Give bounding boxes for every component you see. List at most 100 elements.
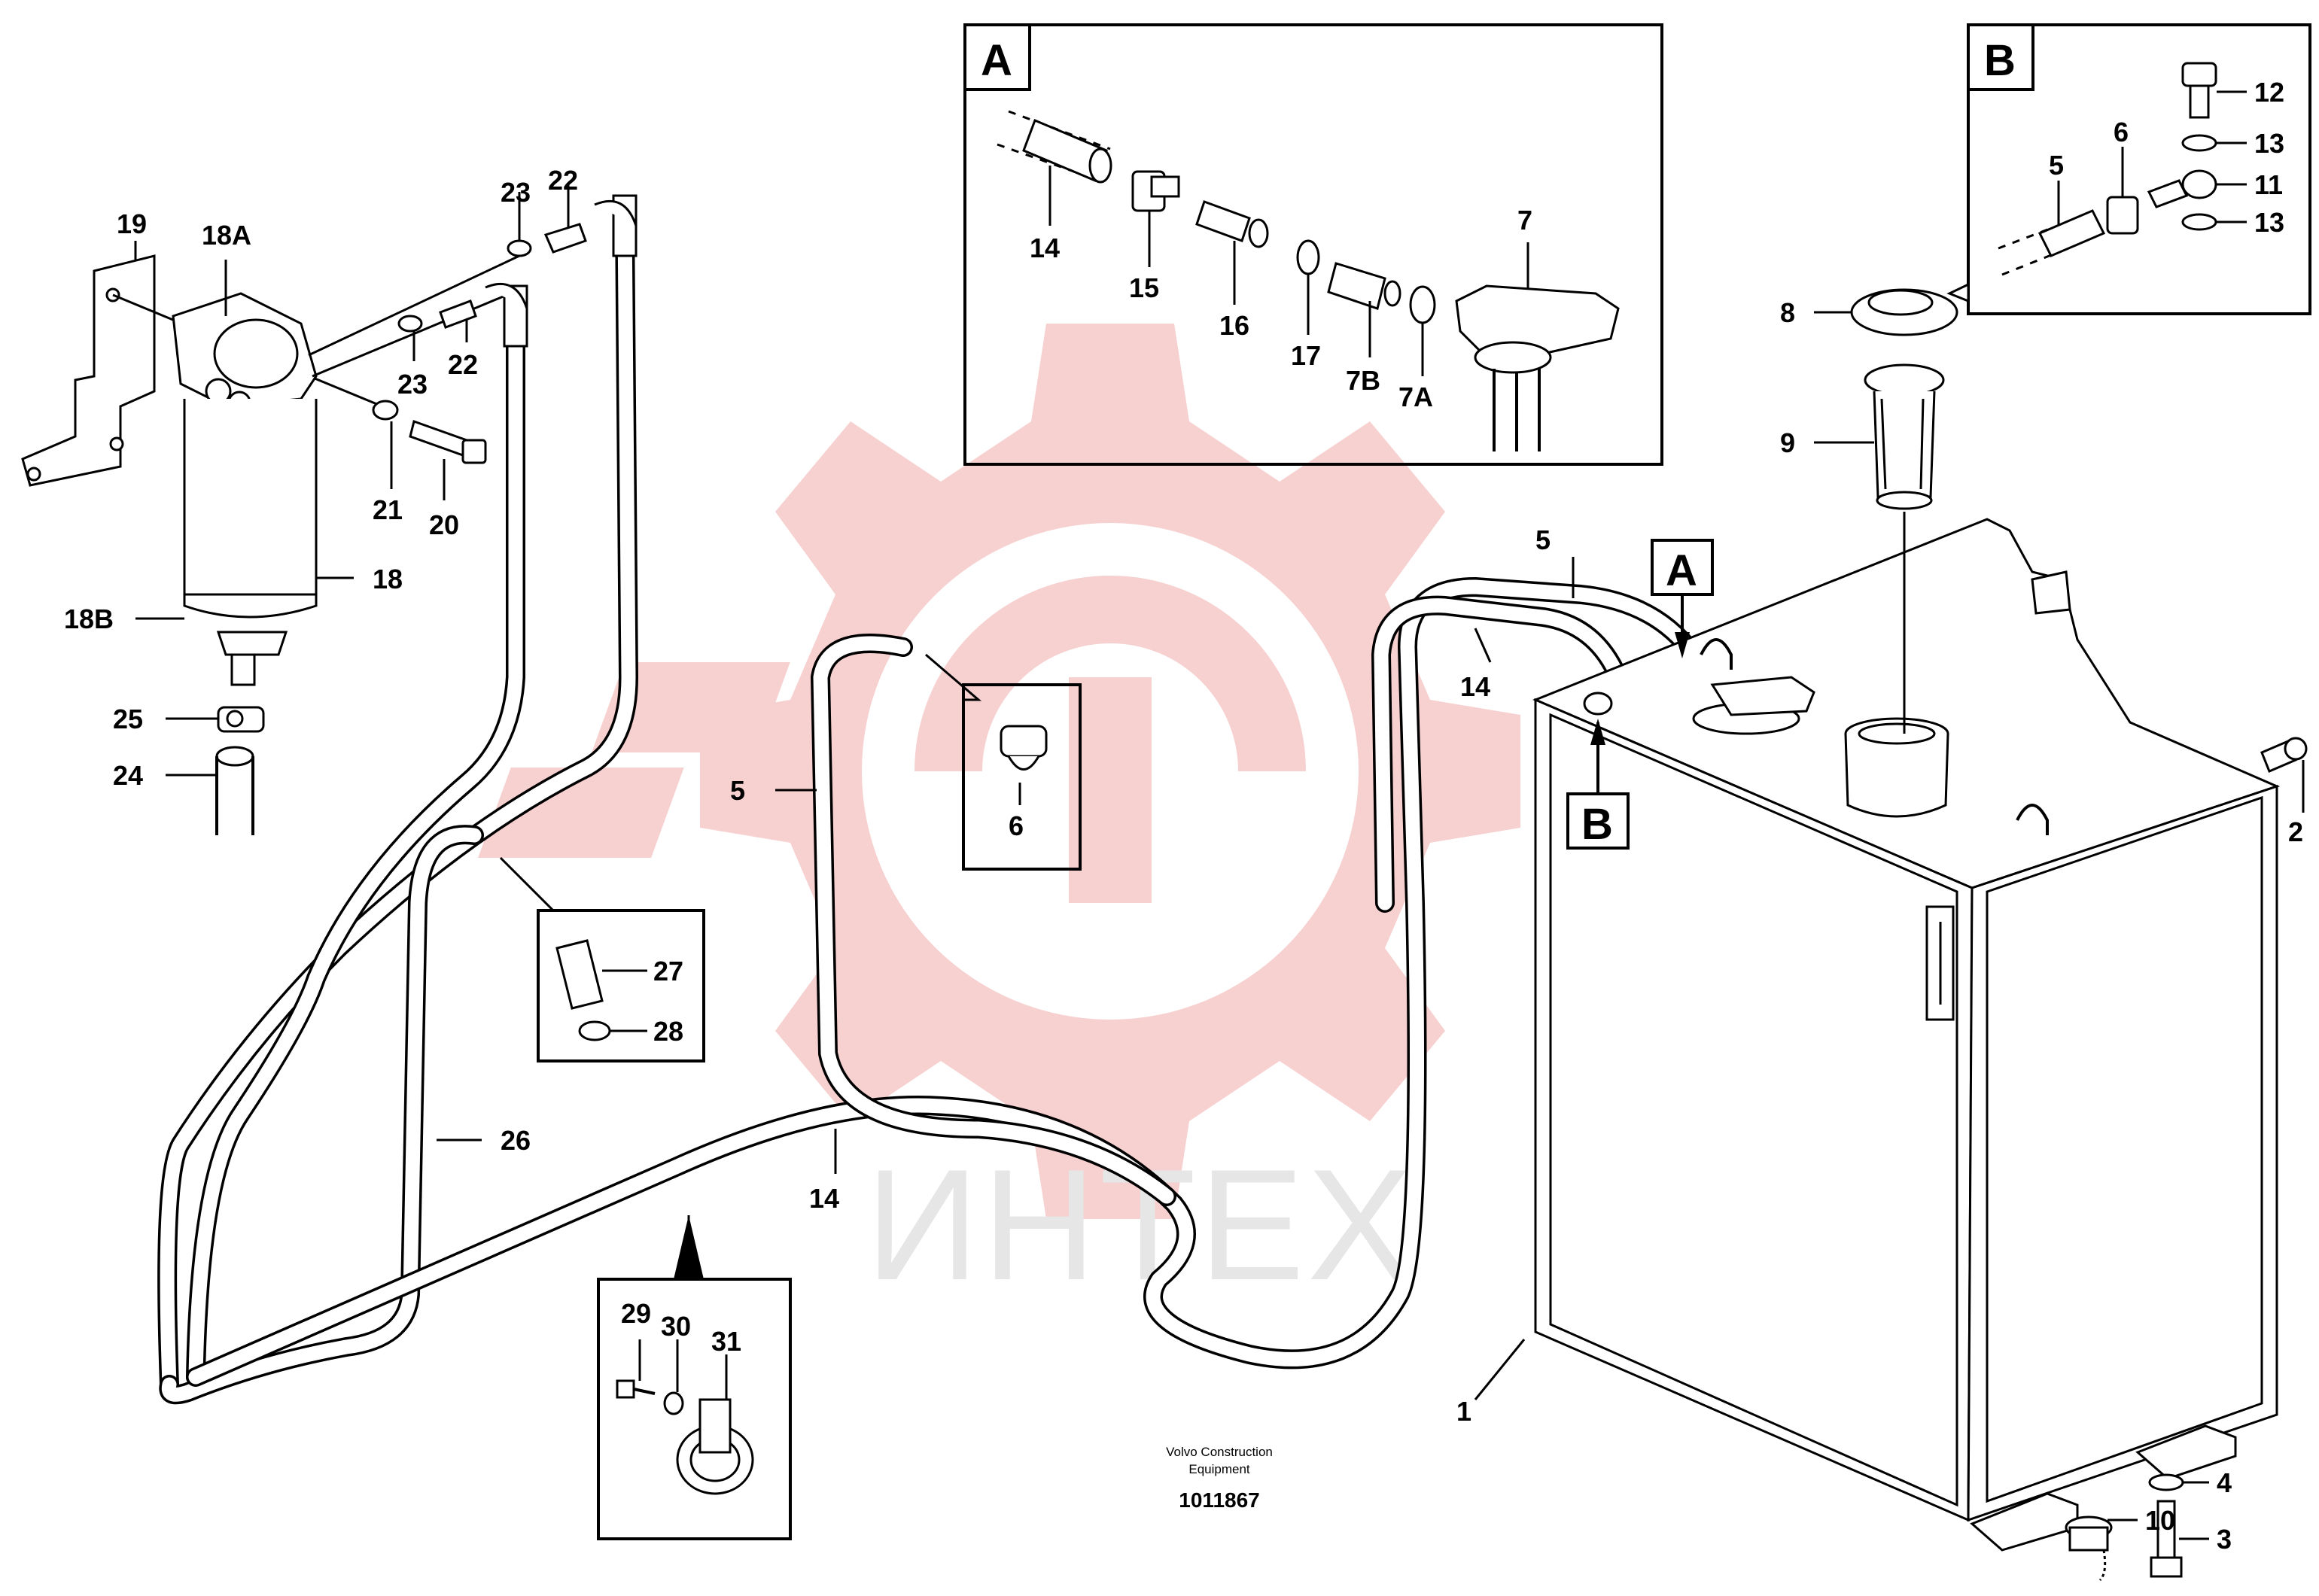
- hose-26: [159, 825, 484, 1405]
- washer-28: [578, 1020, 611, 1041]
- label-12: 12: [2254, 77, 2284, 108]
- detail-box-a-letter: A: [981, 36, 1012, 85]
- callout-clamp: 29 30 31: [597, 1215, 792, 1540]
- strainer-9: [1864, 363, 1945, 510]
- label-11: 11: [2254, 169, 2283, 200]
- pointer-b: B: [1566, 692, 1630, 850]
- screw-29: [616, 1379, 656, 1399]
- bracket-19: [21, 254, 156, 487]
- label-22-top: 22: [548, 165, 578, 196]
- fitting-22-top: [543, 223, 587, 254]
- bolt-20: [409, 420, 468, 457]
- hose-routing: [157, 194, 1726, 1405]
- label-22-mid: 22: [448, 349, 478, 380]
- footer: Volvo Construction Equipment 1011867: [1166, 1445, 1273, 1512]
- tank-sender: [1692, 676, 1815, 735]
- label-8: 8: [1780, 297, 1795, 328]
- label-18: 18: [373, 564, 403, 594]
- clamp-25: [217, 706, 265, 733]
- washer-30: [663, 1391, 684, 1415]
- label-28: 28: [653, 1016, 683, 1047]
- label-2: 2: [2288, 816, 2303, 847]
- label-9: 9: [1780, 427, 1795, 458]
- washer-4: [2148, 1473, 2184, 1491]
- detail-box-b: B 12 13 11 13 5 6: [1967, 23, 2311, 315]
- label-18a: 18A: [202, 220, 251, 251]
- callout-clip: 6: [925, 653, 1082, 871]
- banjo-fitting-11: [2147, 169, 2217, 208]
- breather-2: [2260, 737, 2308, 773]
- filter-18: [183, 399, 318, 619]
- clamp-6-detail: [2106, 196, 2139, 235]
- detail-box-a-tag: [963, 23, 1031, 91]
- hose-from-filter-inner: [186, 291, 525, 1387]
- detail-box-b-tag: [1967, 23, 2034, 91]
- clamp-31: [676, 1398, 754, 1495]
- hose-5-main: [811, 634, 1176, 1206]
- detail-box-b-frame: [1967, 23, 2311, 315]
- fuel-tank: 1 2 3 4 10: [1456, 518, 2308, 1582]
- label-13-top: 13: [2254, 128, 2284, 159]
- label-19: 19: [117, 208, 147, 239]
- label-14-bottom: 14: [809, 1183, 839, 1214]
- label-24: 24: [113, 760, 143, 791]
- hose-5-detail: [1998, 209, 2106, 276]
- label-1: 1: [1456, 1396, 1471, 1427]
- washer-13-bottom: [2181, 213, 2217, 231]
- label-14-detail-a: 14: [1030, 233, 1060, 263]
- fuel-filter-assembly: 19 18A 23 22 23 22 21 20 18 18B 25 24: [21, 165, 587, 835]
- label-14-tank: 14: [1460, 671, 1490, 702]
- detail-box-a: A: [963, 23, 1663, 466]
- filler-neck: [1844, 717, 1949, 818]
- o-ring-7a: [1409, 285, 1436, 324]
- drain-plug-10: [2065, 1515, 2113, 1582]
- label-23-top: 23: [501, 177, 531, 208]
- connector-16: [1195, 200, 1269, 248]
- label-30: 30: [661, 1311, 691, 1342]
- filler-cap-8: [1850, 282, 1970, 336]
- bolt-3: [2150, 1500, 2183, 1578]
- label-6-clip: 6: [1009, 810, 1024, 841]
- banjo-bolt-12: [2181, 62, 2217, 119]
- watermark: ИНТЕХ: [478, 324, 1520, 1313]
- tank-side: [1967, 784, 2278, 1522]
- detail-box-a-frame: [963, 23, 1663, 466]
- label-23-mid: 23: [397, 369, 428, 400]
- footer-drawing-code: 1011867: [1179, 1488, 1259, 1512]
- label-7a: 7A: [1398, 382, 1433, 412]
- hose-5-tank: [1371, 595, 1628, 913]
- label-21: 21: [373, 494, 403, 525]
- label-5-top: 5: [1535, 524, 1551, 555]
- detail-box-b-letter: B: [1984, 36, 2016, 85]
- label-5-detail-b: 5: [2049, 150, 2064, 181]
- label-6-detail-b: 6: [2114, 117, 2129, 147]
- label-27: 27: [653, 956, 683, 986]
- hose-14-detail: [997, 110, 1112, 184]
- label-16: 16: [1219, 310, 1249, 341]
- label-18b: 18B: [64, 603, 114, 634]
- washer-21: [372, 400, 399, 421]
- connector-27: [555, 939, 604, 1010]
- label-29: 29: [621, 1298, 651, 1329]
- washer-13-top: [2181, 134, 2217, 152]
- label-13-bottom: 13: [2254, 207, 2284, 238]
- label-17: 17: [1291, 340, 1321, 371]
- pointer-a-letter: A: [1666, 546, 1697, 595]
- adapter-7b: [1327, 262, 1401, 310]
- label-3: 3: [2217, 1524, 2232, 1555]
- callout-connector: 27 28: [499, 856, 705, 1062]
- label-7: 7: [1517, 205, 1532, 236]
- label-10: 10: [2145, 1505, 2175, 1536]
- footer-manufacturer-line1: Volvo Construction: [1166, 1445, 1273, 1459]
- washer-23-top: [507, 239, 532, 257]
- label-26: 26: [501, 1125, 531, 1156]
- label-7b: 7B: [1346, 365, 1380, 396]
- label-20: 20: [429, 509, 459, 540]
- washer-23-mid: [397, 315, 423, 333]
- label-5-left: 5: [730, 775, 745, 806]
- clip-6: [1000, 725, 1048, 771]
- label-31: 31: [711, 1326, 741, 1357]
- label-4: 4: [2217, 1467, 2232, 1498]
